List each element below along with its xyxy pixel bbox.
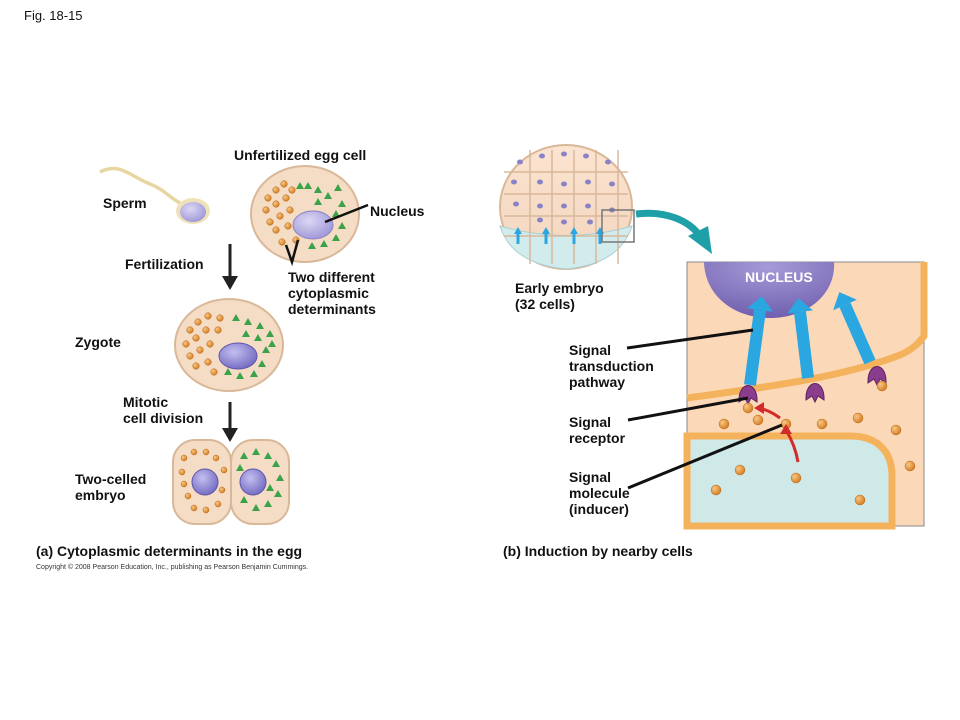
transduction-pointer-line (626, 328, 754, 350)
zygote-icon (174, 298, 284, 392)
panel-b-caption: (b) Induction by nearby cells (503, 543, 693, 559)
determinants-pointer (284, 239, 300, 267)
unfertilized-egg-label: Unfertilized egg cell (234, 147, 367, 163)
signal-transduction-label: Signal transduction pathway (569, 342, 654, 390)
sperm-icon (99, 166, 210, 224)
determinants-label: Two different cytoplasmic determinants (288, 269, 376, 317)
figure-label: Fig. 18-15 (24, 8, 83, 23)
unfertilized-egg-icon (250, 165, 360, 263)
two-celled-embryo-icon (172, 439, 290, 525)
molecule-pointer-line (627, 423, 783, 490)
nucleus-label: Nucleus (370, 203, 425, 219)
nucleus-pointer-line (324, 203, 369, 224)
panel-a-caption: (a) Cytoplasmic determinants in the egg (36, 543, 303, 559)
two-celled-embryo-label: Two-celled embryo (75, 471, 147, 503)
signal-receptor-label: Signal receptor (569, 414, 626, 446)
nucleus-closeup-label: NUCLEUS (745, 269, 813, 285)
fertilization-arrow-icon (222, 244, 238, 290)
zoom-arrow-icon (635, 209, 712, 254)
copyright-notice: Copyright © 2008 Pearson Education, Inc.… (36, 564, 309, 571)
mitotic-division-label: Mitotic cell division (123, 394, 204, 426)
cell-closeup-panel (683, 261, 928, 530)
early-embryo-icon (499, 144, 635, 270)
fertilization-label: Fertilization (125, 256, 204, 272)
sperm-label: Sperm (103, 195, 147, 211)
early-embryo-label: Early embryo (32 cells) (515, 280, 604, 312)
mitotic-division-arrow-icon (222, 402, 238, 442)
receptor-pointer-line (627, 396, 749, 422)
signal-molecule-label: Signal molecule (inducer) (569, 469, 630, 517)
zygote-label: Zygote (75, 334, 121, 350)
